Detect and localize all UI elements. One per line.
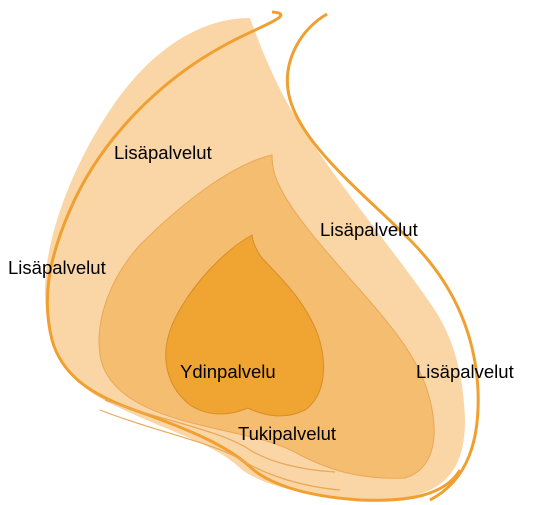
label-additional-services-right-lower: Lisäpalvelut bbox=[416, 361, 514, 382]
label-core-service: Ydinpalvelu bbox=[180, 361, 276, 382]
label-additional-services-right-upper: Lisäpalvelut bbox=[320, 219, 418, 240]
label-additional-services-left: Lisäpalvelut bbox=[8, 257, 106, 278]
label-support-services: Tukipalvelut bbox=[238, 423, 336, 444]
label-additional-services-top: Lisäpalvelut bbox=[114, 142, 212, 163]
